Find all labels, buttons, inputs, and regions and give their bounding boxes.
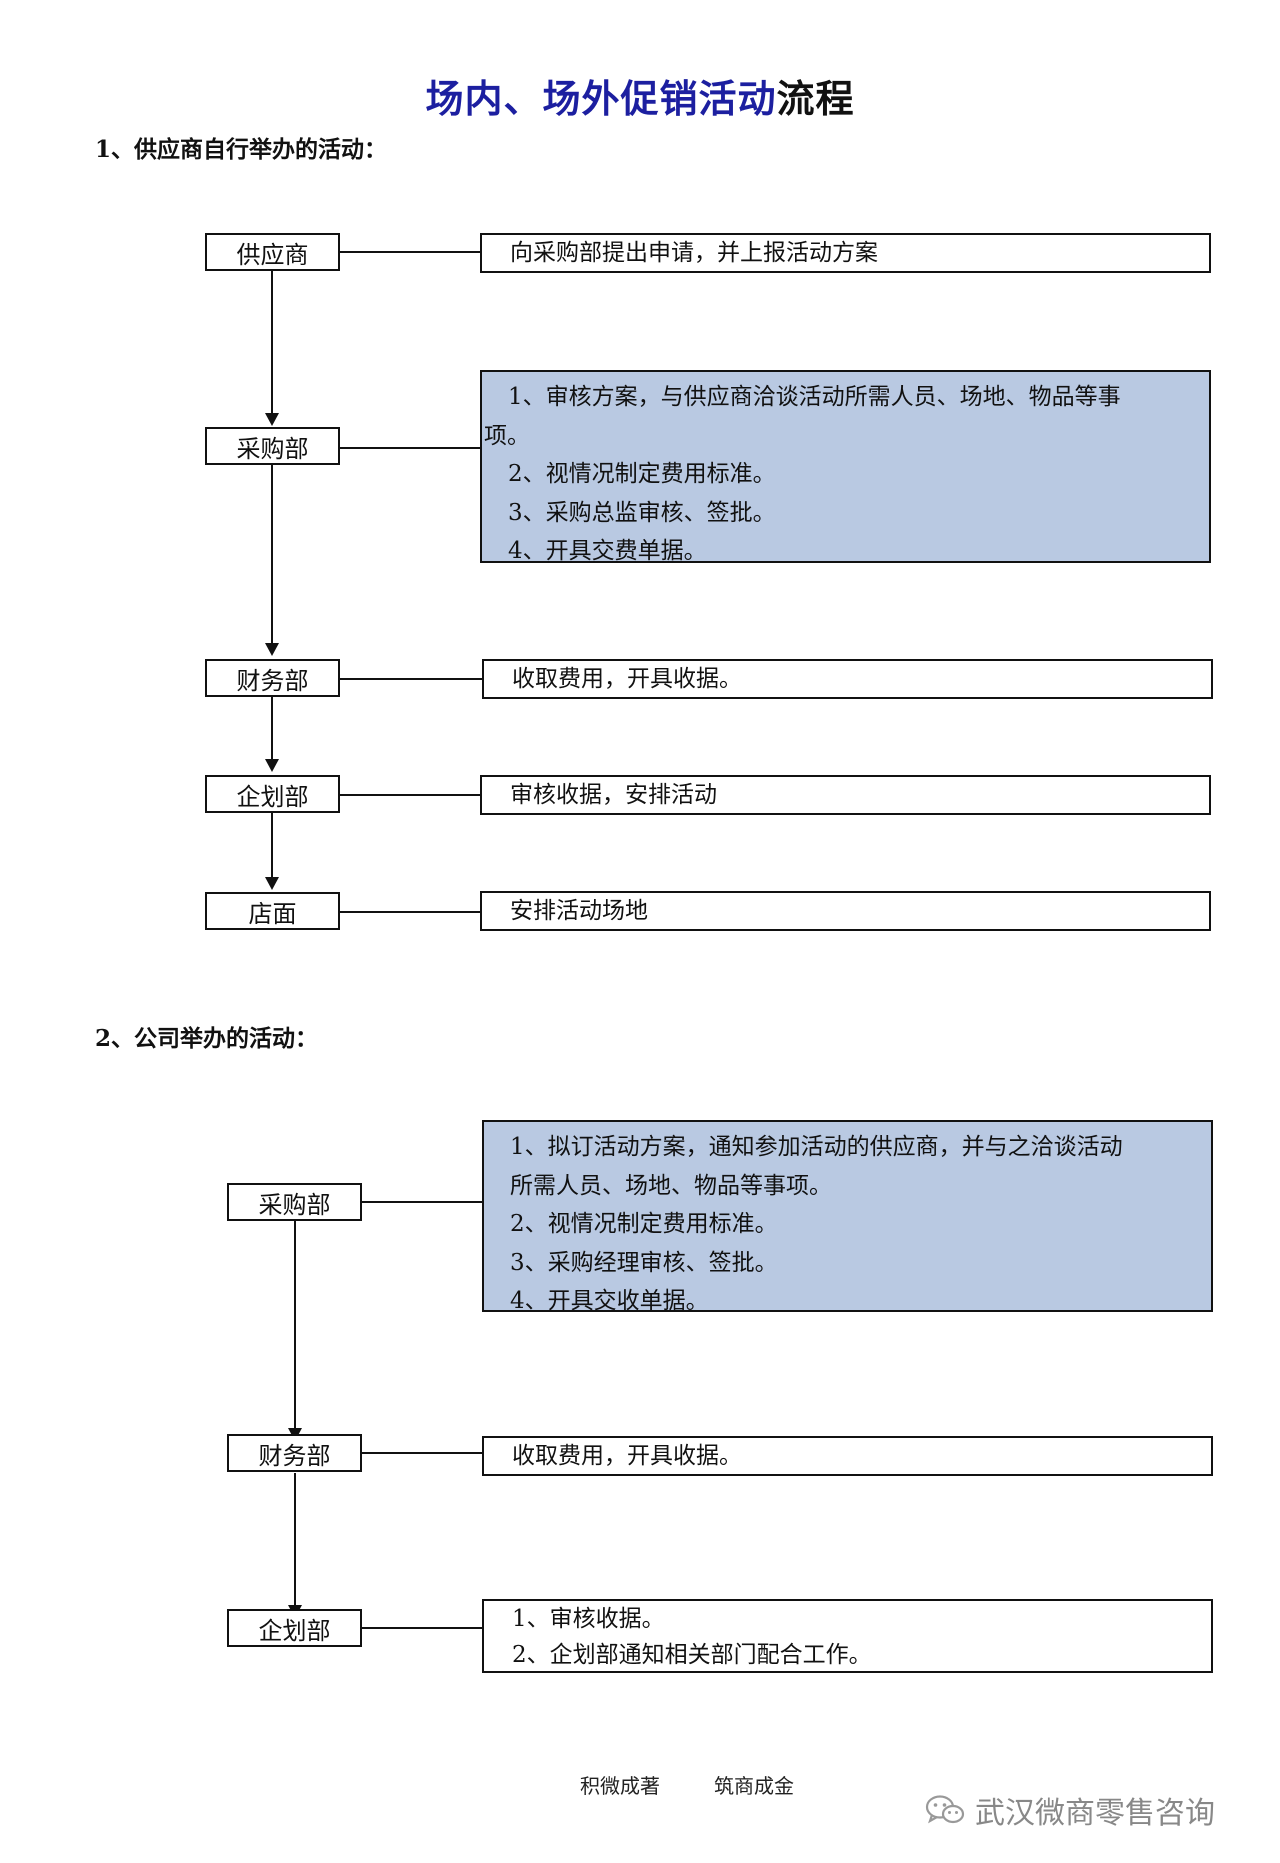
s2-link-0 xyxy=(362,1201,482,1203)
s1-node-purchasing: 采购部 xyxy=(205,427,340,465)
title-black-part: 流程 xyxy=(776,76,855,121)
s1-desc-planning-text: 审核收据，安排活动 xyxy=(510,782,717,808)
s1-desc-finance: 收取费用，开具收据。 xyxy=(482,659,1213,699)
s1-desc-purchasing-line-1: 1、审核方案，与供应商洽谈活动所需人员、场地、物品等事 xyxy=(508,384,1121,410)
wechat-icon xyxy=(925,1794,965,1826)
s1-link-1 xyxy=(340,447,480,449)
s1-desc-supplier-text: 向采购部提出申请，并上报活动方案 xyxy=(510,240,878,266)
s1-desc-planning: 审核收据，安排活动 xyxy=(480,775,1211,815)
s2-link-2 xyxy=(362,1627,482,1629)
s1-connector-4 xyxy=(271,813,273,881)
s1-desc-store: 安排活动场地 xyxy=(480,891,1211,931)
s1-node-supplier: 供应商 xyxy=(205,233,340,271)
s1-link-2 xyxy=(340,678,482,680)
s1-arrow-down-icon-2 xyxy=(265,643,279,656)
s2-desc-purchasing: 1、拟订活动方案，通知参加活动的供应商，并与之洽谈活动 所需人员、场地、物品等事… xyxy=(482,1120,1213,1312)
s2-node-finance: 财务部 xyxy=(227,1434,362,1472)
s2-desc-planning-line-2: 2、企划部通知相关部门配合工作。 xyxy=(512,1642,872,1668)
s2-desc-finance: 收取费用，开具收据。 xyxy=(482,1436,1213,1476)
section1-heading: 1、供应商自行举办的活动： xyxy=(95,136,388,163)
s1-link-3 xyxy=(340,794,480,796)
s2-desc-purchasing-line-2: 所需人员、场地、物品等事项。 xyxy=(510,1172,832,1199)
s1-desc-purchasing-line-5: 4、开具交费单据。 xyxy=(508,538,707,563)
s1-connector-3 xyxy=(271,697,273,763)
s1-desc-purchasing: 1、审核方案，与供应商洽谈活动所需人员、场地、物品等事 项。 2、视情况制定费用… xyxy=(480,370,1211,563)
s1-desc-supplier: 向采购部提出申请，并上报活动方案 xyxy=(480,233,1211,273)
s2-desc-purchasing-line-5: 4、开具交收单据。 xyxy=(510,1288,709,1312)
s2-desc-planning: 1、审核收据。 2、企划部通知相关部门配合工作。 xyxy=(482,1599,1213,1673)
s1-connector-2 xyxy=(271,465,273,647)
s1-desc-purchasing-line-2: 项。 xyxy=(484,422,530,449)
s1-desc-finance-text: 收取费用，开具收据。 xyxy=(512,666,742,692)
s2-connector-1 xyxy=(294,1221,296,1432)
s1-node-finance: 财务部 xyxy=(205,659,340,697)
s1-arrow-down-icon-1 xyxy=(265,413,279,426)
s2-desc-planning-line-1: 1、审核收据。 xyxy=(512,1606,665,1632)
footer-motto-right: 筑商成金 xyxy=(714,1774,794,1798)
s1-desc-purchasing-line-4: 3、采购总监审核、签批。 xyxy=(508,499,776,526)
s2-desc-purchasing-line-1: 1、拟订活动方案，通知参加活动的供应商，并与之洽谈活动 xyxy=(510,1134,1123,1160)
page-title: 场内、场外促销活动流程 xyxy=(0,68,1280,123)
s1-link-0 xyxy=(340,251,480,253)
s2-link-1 xyxy=(362,1452,482,1454)
s2-node-purchasing: 采购部 xyxy=(227,1183,362,1221)
watermark-text: 武汉微商零售咨询 xyxy=(975,1796,1215,1831)
s2-desc-purchasing-line-4: 3、采购经理审核、签批。 xyxy=(510,1249,778,1276)
s1-desc-purchasing-line-3: 2、视情况制定费用标准。 xyxy=(508,461,776,487)
section2-heading: 2、公司举办的活动： xyxy=(95,1025,319,1052)
title-blue-part: 场内、场外促销活动 xyxy=(425,76,777,121)
s1-node-store: 店面 xyxy=(205,892,340,930)
s1-desc-store-text: 安排活动场地 xyxy=(510,898,648,924)
s2-node-planning: 企划部 xyxy=(227,1609,362,1647)
s1-node-planning: 企划部 xyxy=(205,775,340,813)
footer-motto-left: 积微成著 xyxy=(580,1774,660,1798)
s1-arrow-down-icon-3 xyxy=(265,759,279,772)
s1-link-4 xyxy=(340,911,480,913)
s2-desc-finance-text: 收取费用，开具收据。 xyxy=(512,1443,742,1469)
s1-arrow-down-icon-4 xyxy=(265,877,279,890)
s2-connector-2 xyxy=(294,1473,296,1609)
s1-connector-1 xyxy=(271,271,273,417)
watermark: 武汉微商零售咨询 xyxy=(925,1788,1215,1832)
s2-desc-purchasing-line-3: 2、视情况制定费用标准。 xyxy=(510,1211,778,1237)
